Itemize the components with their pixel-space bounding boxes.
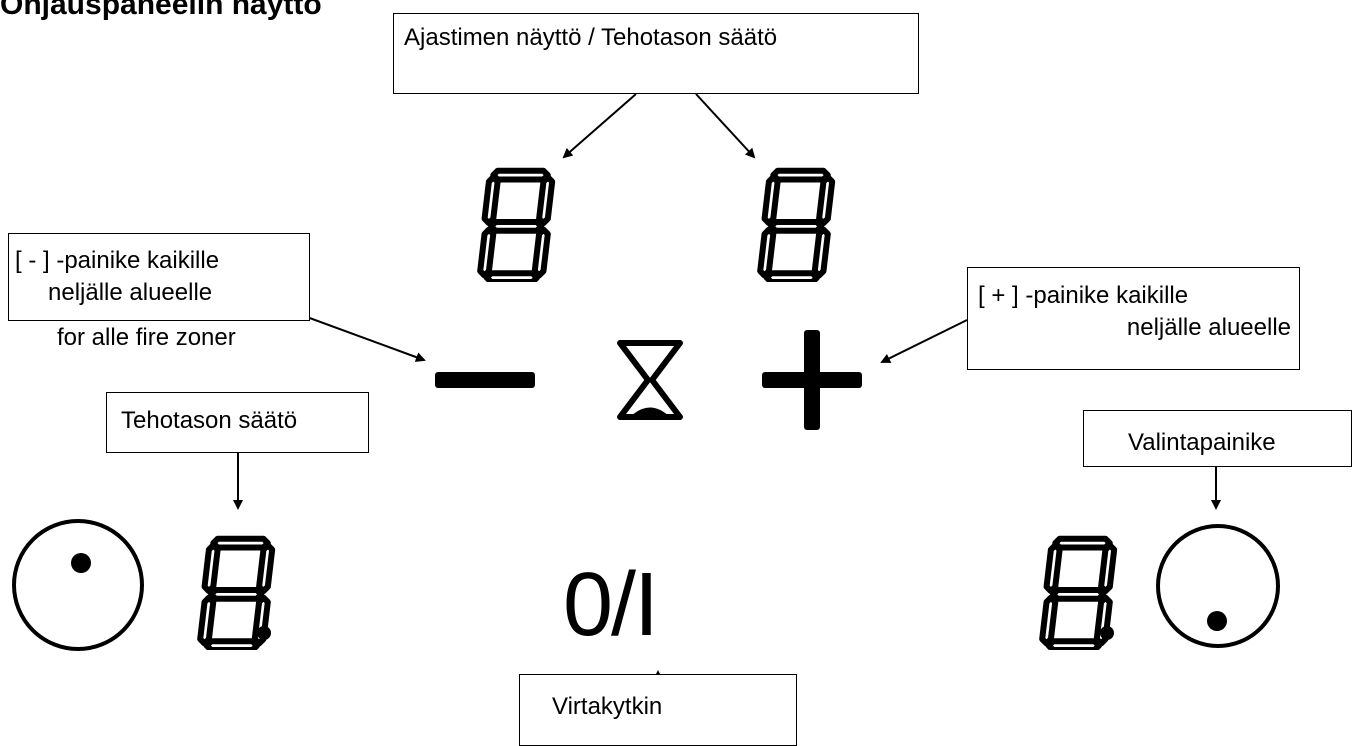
page-title: Ohjauspaneelin näyttö bbox=[0, 0, 322, 21]
power-display-left bbox=[200, 539, 272, 650]
callout-minus-line2: neljälle alueelle bbox=[48, 279, 213, 306]
hourglass-icon[interactable] bbox=[617, 340, 683, 420]
callout-power-level-text: Tehotason säätö bbox=[121, 407, 298, 434]
minus-icon[interactable] bbox=[435, 372, 535, 388]
callout-select-button-text: Valintapainike bbox=[1128, 429, 1276, 456]
timer-display-right bbox=[760, 171, 832, 282]
callout-timer-display: Ajastimen näyttö / Tehotason säätö bbox=[393, 13, 919, 94]
plus-icon[interactable] bbox=[762, 330, 862, 430]
power-display-right bbox=[1042, 539, 1114, 650]
selector-circle-icon[interactable] bbox=[12, 519, 144, 651]
timer-display-left bbox=[480, 171, 552, 282]
callout-plus-button: [ + ] -painike kaikille neljälle alueell… bbox=[967, 267, 1300, 370]
callout-power-switch: Virtakytkin bbox=[519, 674, 797, 746]
callout-plus-line2: neljälle alueelle bbox=[1126, 314, 1291, 341]
callout-power-level: Tehotason säätö bbox=[106, 392, 369, 453]
callout-minus-line3: for alle fire zoner bbox=[57, 324, 236, 351]
selector-circle-icon[interactable] bbox=[1156, 524, 1280, 648]
callout-plus-line1: [ + ] -painike kaikille bbox=[978, 282, 1189, 309]
power-switch-button[interactable]: 0/I bbox=[563, 555, 659, 655]
callout-minus-line1: [ - ] -painike kaikille bbox=[15, 247, 220, 274]
callout-power-switch-text: Virtakytkin bbox=[552, 693, 663, 720]
callout-arrows bbox=[233, 93, 1221, 712]
callout-minus-button: [ - ] -painike kaikille neljälle alueell… bbox=[8, 233, 310, 321]
callout-timer-display-text: Ajastimen näyttö / Tehotason säätö bbox=[404, 24, 778, 51]
callout-select-button: Valintapainike bbox=[1083, 410, 1352, 467]
